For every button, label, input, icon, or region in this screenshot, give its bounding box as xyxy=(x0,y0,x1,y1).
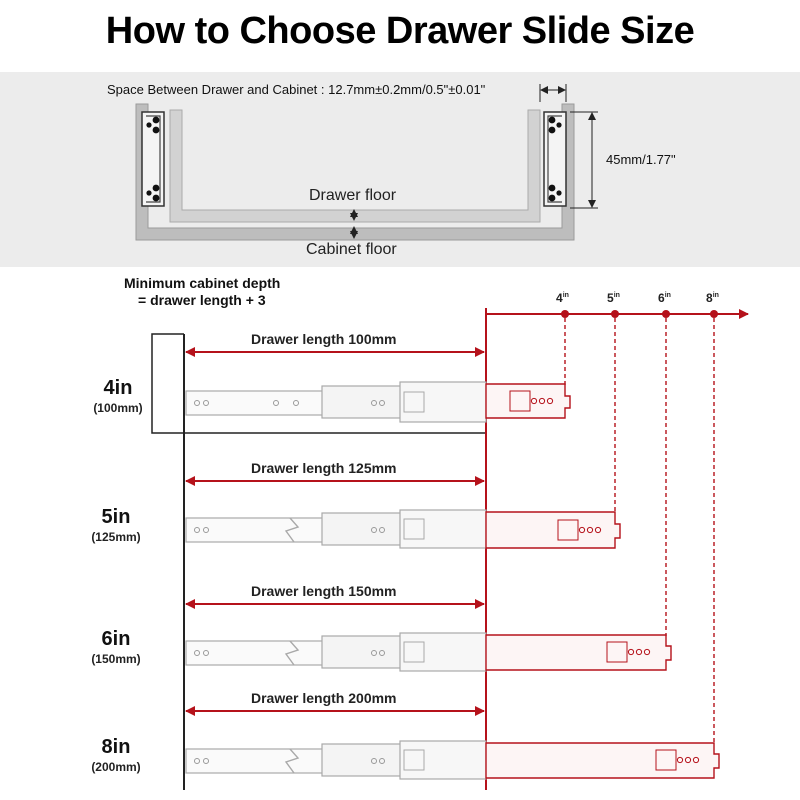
left-slide-profile xyxy=(141,111,165,207)
size-ticks xyxy=(561,310,718,742)
slide-6in xyxy=(185,632,672,672)
tick-unit: in xyxy=(562,292,569,299)
size-mm-label-8in: (200mm) xyxy=(91,760,141,774)
tick-num: 5 xyxy=(607,291,614,305)
tick-unit: in xyxy=(613,292,620,299)
height-dimension xyxy=(570,111,598,209)
size-label-6in: 6in xyxy=(101,628,131,650)
right-slide-profile xyxy=(543,111,567,207)
drawer-floor-label: Drawer floor xyxy=(309,187,397,204)
size-label-4in: 4in xyxy=(103,377,133,399)
tick-unit: in xyxy=(664,292,671,299)
slide-5in xyxy=(185,509,621,549)
size-label-5in: 5in xyxy=(101,506,131,528)
tick-num: 8 xyxy=(706,291,713,305)
cabinet-depth-bracket xyxy=(151,333,486,434)
tick-unit: in xyxy=(712,292,719,299)
slide-4in xyxy=(185,381,571,423)
min-depth-line1: Minimum cabinet depth xyxy=(124,275,281,291)
tick-label-8in: 8in xyxy=(706,291,719,305)
length-label-200mm: Drawer length 200mm xyxy=(251,690,397,706)
min-depth-note: Minimum cabinet depth = drawer length + … xyxy=(124,275,280,309)
tick-label-5in: 5in xyxy=(607,291,620,305)
length-label-125mm: Drawer length 125mm xyxy=(251,460,397,476)
tick-label-4in: 4in xyxy=(556,291,569,305)
cabinet-cross-section xyxy=(135,103,575,241)
tick-num: 4 xyxy=(556,291,563,305)
gap-dimension xyxy=(539,84,567,102)
size-label-8in: 8in xyxy=(101,736,131,758)
tick-label-6in: 6in xyxy=(658,291,671,305)
min-depth-line2: = drawer length + 3 xyxy=(138,292,266,308)
height-label: 45mm/1.77" xyxy=(606,152,676,167)
gap-label: Space Between Drawer and Cabinet : 12.7m… xyxy=(107,82,486,97)
length-label-100mm: Drawer length 100mm xyxy=(251,331,397,347)
tick-dot-4in xyxy=(561,310,569,318)
tick-dot-8in xyxy=(710,310,718,318)
length-label-150mm: Drawer length 150mm xyxy=(251,583,397,599)
tick-dot-6in xyxy=(662,310,670,318)
slide-8in xyxy=(185,740,720,780)
size-mm-label-5in: (125mm) xyxy=(91,530,141,544)
cabinet-floor-label: Cabinet floor xyxy=(306,241,397,258)
tick-dot-5in xyxy=(611,310,619,318)
size-mm-label-6in: (150mm) xyxy=(91,652,141,666)
tick-num: 6 xyxy=(658,291,665,305)
page-title: How to Choose Drawer Slide Size xyxy=(105,10,695,52)
size-mm-label-4in: (100mm) xyxy=(93,401,143,415)
